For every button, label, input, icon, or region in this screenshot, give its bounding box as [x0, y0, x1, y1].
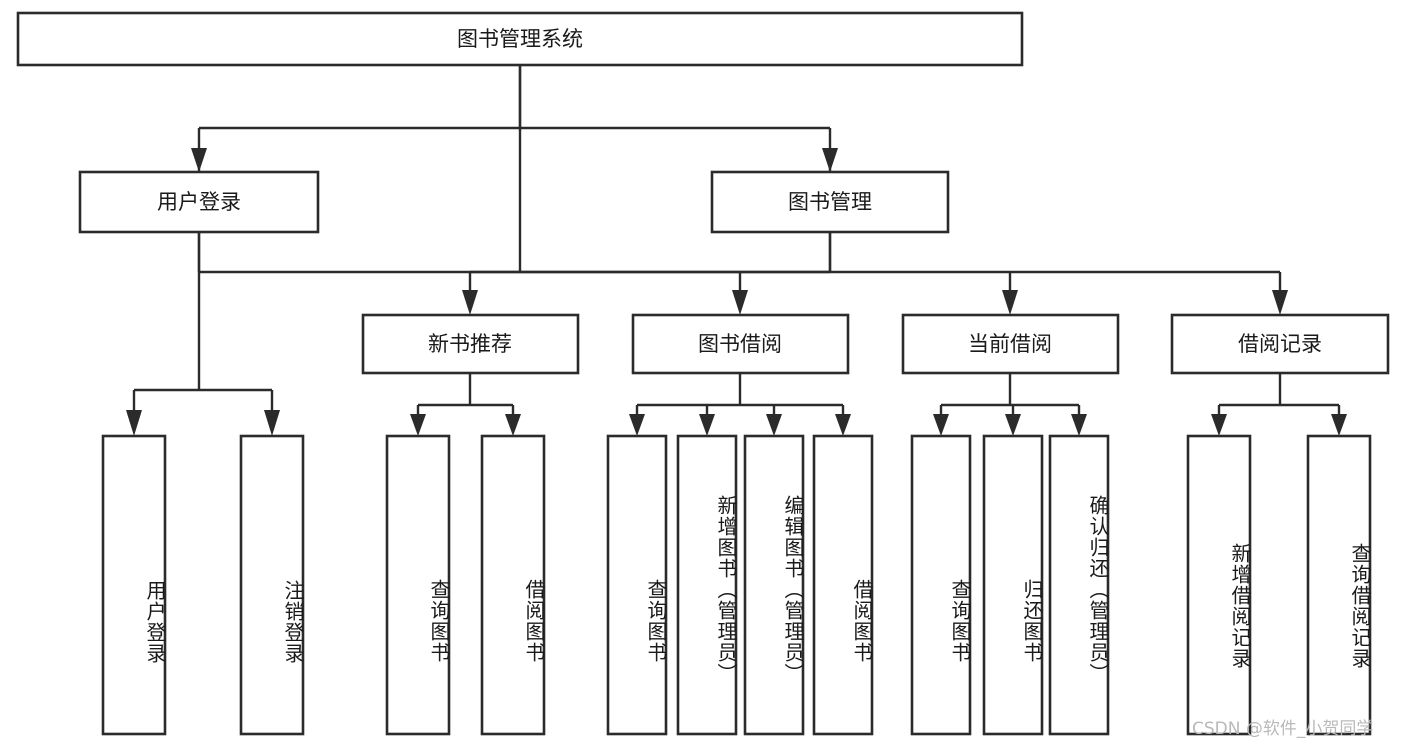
node-root[interactable]: 图书管理系统	[16, 11, 1024, 67]
node-current-borrow-rect[interactable]	[901, 313, 1120, 375]
leaf-add-book-rect[interactable]	[676, 434, 738, 736]
arrow-borrow-record	[1272, 290, 1288, 315]
leaf-add-record-rect[interactable]	[1186, 434, 1252, 736]
node-root-rect[interactable]	[16, 11, 1024, 67]
arrow-current-borrow	[1002, 290, 1018, 315]
leaf-borrow-book-1-rect[interactable]	[480, 434, 546, 736]
leaf-user-login-rect[interactable]	[101, 434, 167, 736]
arrow-leaf-logout	[264, 410, 280, 436]
leaf-confirm-return-rect[interactable]	[1048, 434, 1110, 736]
leaf-return-book-rect[interactable]	[982, 434, 1044, 736]
leaf-query-record-rect[interactable]	[1306, 434, 1372, 736]
leaf-query-book-3-rect[interactable]	[910, 434, 972, 736]
arrow-leaf-confirm-return	[1071, 414, 1087, 436]
connector-layer	[197, 65, 832, 274]
leaf-borrow-book-2-rect[interactable]	[812, 434, 874, 736]
arrow-new-book-rec	[462, 290, 478, 315]
connectors	[126, 65, 1347, 436]
node-book-borrow-label: 图书借阅	[698, 332, 782, 356]
node-current-borrow-label: 当前借阅	[968, 332, 1052, 356]
node-current-borrow[interactable]: 当前借阅	[901, 313, 1120, 375]
leaf-query-book-1-rect[interactable]	[385, 434, 451, 736]
node-new-book-rec-rect[interactable]	[361, 313, 580, 375]
node-borrow-record[interactable]: 借阅记录	[1170, 313, 1390, 375]
csdn-watermark: CSDN @软件_小贺同学	[1192, 719, 1374, 739]
arrow-leaf-query-book-3	[933, 414, 949, 436]
arrow-leaf-query-book-2	[629, 414, 645, 436]
arrow-leaf-return-book	[1005, 414, 1021, 436]
node-user-login[interactable]: 用户登录	[78, 170, 320, 234]
node-new-book-rec[interactable]: 新书推荐	[361, 313, 580, 375]
node-borrow-record-label: 借阅记录	[1238, 332, 1322, 356]
leaf-edit-book-rect[interactable]	[743, 434, 805, 736]
node-user-login-label: 用户登录	[157, 190, 241, 214]
leaf-logout-rect[interactable]	[239, 434, 305, 736]
arrow-leaf-borrow-book-2	[835, 414, 851, 436]
node-root-label: 图书管理系统	[457, 27, 583, 51]
leaf-boxes[interactable]	[101, 434, 1372, 736]
arrow-leaf-borrow-book-1	[505, 414, 521, 436]
arrow-user-login	[191, 148, 207, 172]
node-borrow-record-rect[interactable]	[1170, 313, 1390, 375]
node-book-manage[interactable]: 图书管理	[710, 170, 950, 234]
leaf-query-book-2-rect[interactable]	[606, 434, 668, 736]
arrow-book-borrow	[732, 290, 748, 315]
node-book-manage-label: 图书管理	[788, 190, 872, 214]
arrow-leaf-query-book-1	[410, 414, 426, 436]
node-new-book-rec-label: 新书推荐	[428, 332, 512, 356]
arrow-leaf-query-record	[1331, 414, 1347, 436]
arrow-leaf-edit-book	[766, 414, 782, 436]
node-book-borrow-rect[interactable]	[631, 313, 850, 375]
arrow-leaf-add-record	[1211, 414, 1227, 436]
node-book-borrow[interactable]: 图书借阅	[631, 313, 850, 375]
arrow-leaf-user-login	[126, 410, 142, 436]
arrow-leaf-add-book	[699, 414, 715, 436]
arrow-book-manage	[822, 148, 838, 172]
